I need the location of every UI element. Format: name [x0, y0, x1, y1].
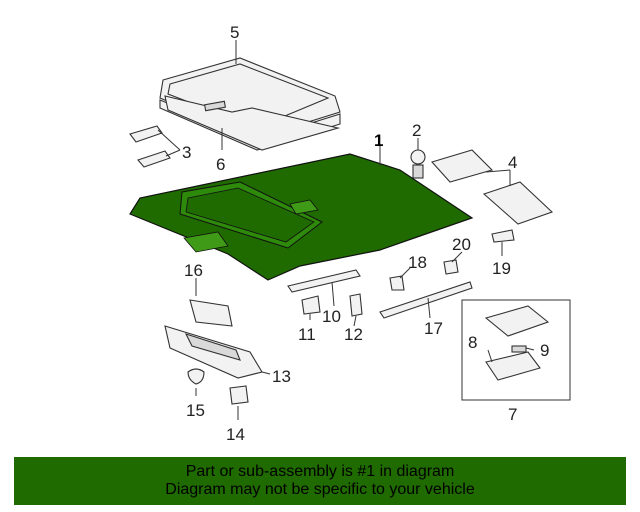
part-20-clip[interactable]: [443, 259, 459, 275]
banner-line-1: Part or sub-assembly is #1 in diagram: [185, 463, 455, 480]
part-14-holder[interactable]: [229, 385, 249, 405]
callout-16: 16: [184, 261, 203, 280]
part-4-pads[interactable]: [431, 149, 554, 225]
part-19-clip[interactable]: [491, 229, 515, 243]
part-17-trim-strip[interactable]: [379, 281, 473, 319]
callout-17: 17: [424, 319, 443, 338]
part-12-bracket[interactable]: [349, 293, 363, 317]
callout-18: 18: [408, 253, 427, 272]
callout-15: 15: [186, 401, 205, 420]
callout-5: 5: [230, 23, 239, 42]
callout-4: 4: [508, 153, 517, 172]
callout-6: 6: [216, 155, 225, 174]
callout-19: 19: [492, 259, 511, 278]
callout-20: 20: [452, 235, 471, 254]
part-2-clip[interactable]: [410, 149, 426, 179]
callout-14: 14: [226, 425, 245, 444]
leader-lines: [157, 40, 535, 420]
part-15-clip[interactable]: [187, 368, 205, 385]
banner-line-2: Diagram may not be specific to your vehi…: [165, 481, 475, 498]
part-7-lamp-group[interactable]: [461, 299, 571, 401]
callout-9: 9: [540, 341, 549, 360]
part-13-sun-visor[interactable]: [164, 325, 263, 379]
callout-13: 13: [272, 367, 291, 386]
part-11-cover[interactable]: [301, 295, 321, 315]
part-3-pads[interactable]: [129, 125, 171, 168]
callout-2: 2: [412, 121, 421, 140]
part-18-clip[interactable]: [389, 275, 405, 291]
part-16-cover[interactable]: [189, 299, 233, 327]
part-10-grab-handle[interactable]: [287, 269, 361, 293]
callout-7: 7: [508, 405, 517, 424]
info-banner: Part or sub-assembly is #1 in diagram Di…: [14, 457, 626, 505]
callout-3: 3: [182, 143, 191, 162]
callout-12: 12: [344, 325, 363, 344]
callout-11: 11: [298, 325, 316, 344]
callout-8: 8: [468, 333, 477, 352]
part-6-sunshade-frame[interactable]: [164, 95, 341, 151]
part-1-headliner[interactable]: [129, 153, 474, 281]
callout-10: 10: [322, 307, 341, 326]
callout-1: 1: [374, 131, 383, 150]
